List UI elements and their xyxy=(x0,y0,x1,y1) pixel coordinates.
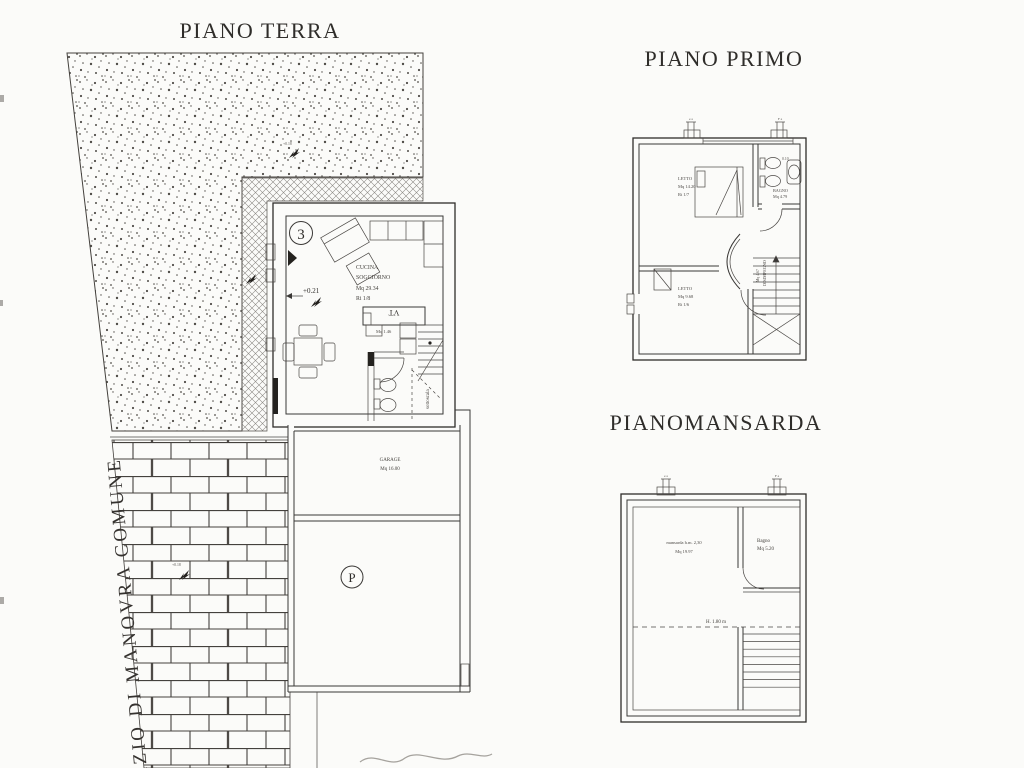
paved-strip xyxy=(241,177,424,432)
svg-text:Mq 19.97: Mq 19.97 xyxy=(675,549,693,554)
piano-primo-title: PIANO PRIMO xyxy=(645,46,804,71)
entrance-arrow-icon xyxy=(288,250,297,266)
letto2-label: LETTO Mq 9.68 Ri 1/6 xyxy=(678,286,694,307)
parking-label: P xyxy=(348,570,355,585)
handwriting-artifact xyxy=(359,753,493,763)
mansarda-flues xyxy=(656,478,787,496)
piano-primo-plan: PIANO PRIMO xyxy=(626,46,807,361)
svg-text:Ri 1/6: Ri 1/6 xyxy=(678,302,690,307)
mansarda-bagno-label: Bagno Mq 5.20 xyxy=(757,539,774,552)
first-floor-walls xyxy=(626,137,807,361)
sofa-armchairs xyxy=(320,217,381,286)
garage-block: GARAGE Mq 16.00 P xyxy=(287,425,471,768)
svg-text:BAGNO: BAGNO xyxy=(773,188,788,193)
height-line-label: H. 1.80 m xyxy=(706,620,726,625)
piano-terra-title: PIANO TERRA xyxy=(180,18,341,43)
unit-number-circle xyxy=(289,221,313,245)
flue-label-left: e a xyxy=(689,117,693,121)
flue-label-right: F a xyxy=(778,117,783,121)
mansarda-flue-right: F a xyxy=(775,474,780,478)
svg-text:LETTO: LETTO xyxy=(678,286,693,291)
scan-artifacts xyxy=(0,95,4,604)
svg-text:mansarda h.m. 2,30: mansarda h.m. 2,30 xyxy=(666,540,702,546)
double-bed xyxy=(694,166,744,218)
disimpegno-label: DISIMPEGNO Mq 4.67 xyxy=(756,260,767,286)
svg-text:Mq 4.67: Mq 4.67 xyxy=(756,269,760,282)
mansarda-room-label: mansarda h.m. 2,30 Mq 19.97 xyxy=(666,540,702,554)
svg-text:Ri 1/8: Ri 1/8 xyxy=(356,296,370,302)
dining-table xyxy=(282,324,336,379)
svg-text:Mq 5.20: Mq 5.20 xyxy=(757,547,774,552)
ground-floor-walls xyxy=(265,202,471,428)
mansarda-flue-left: e a xyxy=(664,474,668,478)
svg-text:SOGGIORNO: SOGGIORNO xyxy=(356,275,390,281)
mansarda-staircase xyxy=(743,633,800,688)
brick-driveway xyxy=(111,439,291,768)
svg-text:0.10: 0.10 xyxy=(782,157,789,161)
kitchen-counter: VT Mq 1.46 xyxy=(362,306,426,355)
internal-level-marker: +0.21 xyxy=(286,287,322,307)
ground-wc xyxy=(367,351,405,421)
svg-text:LETTO: LETTO xyxy=(678,176,693,181)
piano-terra-plan: PIANO TERRA +0.18 +0.18 SPAZIO DI MANOVR… xyxy=(66,18,493,768)
svg-text:Ri 1/7: Ri 1/7 xyxy=(678,192,690,197)
flue-symbols xyxy=(683,121,788,139)
svg-text:Mq 14.20: Mq 14.20 xyxy=(678,184,696,189)
svg-text:Mq 9.68: Mq 9.68 xyxy=(678,294,694,299)
svg-text:Mq 4.79: Mq 4.79 xyxy=(773,194,787,199)
mansarda-walls xyxy=(620,493,807,723)
ground-staircase xyxy=(411,324,444,421)
piano-mansarda-title: PIANOMANSARDA xyxy=(610,410,823,435)
svg-text:Bagno: Bagno xyxy=(757,539,771,544)
bagno-label: 0.10 BAGNO Mq 4.79 xyxy=(773,157,789,199)
corner-sofa xyxy=(369,220,444,268)
sottoscala-label: sottoscala xyxy=(426,389,431,409)
driveway-level-label: +0.18 xyxy=(172,563,181,567)
garden-area xyxy=(66,52,424,432)
letto1-label: LETTO Mq 14.20 Ri 1/7 xyxy=(678,176,696,197)
garage-label: GARAGE xyxy=(380,458,401,463)
svg-text:CUCINA: CUCINA xyxy=(356,265,379,271)
svg-text:+0.21: +0.21 xyxy=(303,287,320,295)
unit-number: 3 xyxy=(297,227,305,243)
piano-mansarda-plan: PIANOMANSARDA e a F a mansard xyxy=(610,410,823,723)
vt-label: VT xyxy=(389,308,400,317)
garden-level-label: +0.18 xyxy=(283,142,292,146)
wc-area-label: Mq 1.46 xyxy=(376,329,392,334)
first-floor-bathroom xyxy=(759,157,802,188)
svg-text:DISIMPEGNO: DISIMPEGNO xyxy=(762,260,767,286)
parking-circle xyxy=(340,565,364,589)
garage-area-label: Mq 16.00 xyxy=(380,467,400,472)
first-floor-staircase xyxy=(752,255,801,346)
cucina-soggiorno-label: CUCINA SOGGIORNO Mq 29.34 Ri 1/8 xyxy=(356,265,390,302)
single-bed xyxy=(653,268,672,291)
svg-text:Mq 29.34: Mq 29.34 xyxy=(356,286,379,292)
